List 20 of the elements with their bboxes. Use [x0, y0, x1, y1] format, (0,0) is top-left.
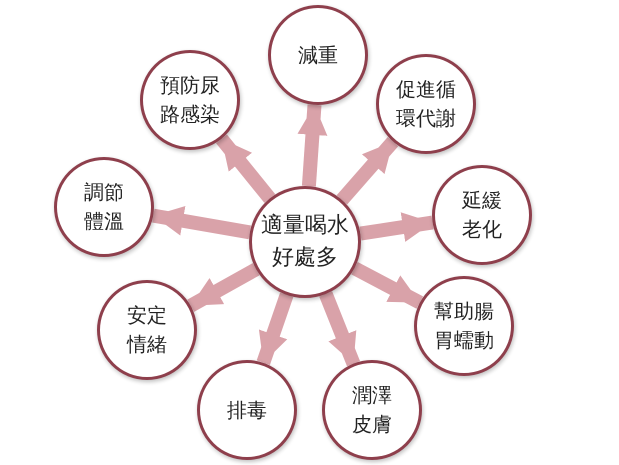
- block-arrow: [187, 263, 260, 312]
- block-arrow: [359, 212, 434, 242]
- circle-label: 適量喝水好處多: [260, 212, 350, 272]
- circle-label: 延緩老化: [461, 187, 503, 243]
- circle-label: 調節體溫: [83, 179, 125, 235]
- block-arrow: [319, 291, 360, 366]
- circle-label: 幫助腸胃蠕動: [433, 298, 495, 354]
- circle-label: 潤澤皮膚: [351, 382, 393, 438]
- central-circle: [249, 186, 361, 298]
- circle-label: 預防尿路感染: [159, 72, 221, 128]
- block-arrow: [216, 134, 276, 203]
- circle-label: 減重: [297, 42, 339, 68]
- block-arrow: [152, 206, 251, 240]
- block-arrow: [351, 262, 424, 309]
- block-arrow: [297, 104, 328, 187]
- block-arrow: [336, 136, 398, 205]
- circle-label: 排毒: [226, 396, 268, 424]
- block-arrow: [256, 292, 294, 365]
- circle-label: 促進循環代謝: [395, 76, 457, 132]
- circle-label: 安定情緒: [126, 302, 168, 358]
